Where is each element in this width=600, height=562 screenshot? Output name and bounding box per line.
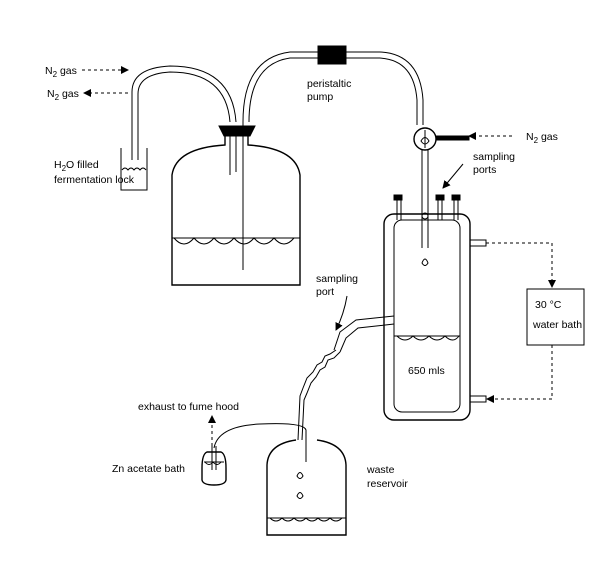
fermentation-lock-label-line1: H2O filled [54,159,99,173]
overflow-tube [297,315,395,441]
n2-gas-valve-label: N2 gas [526,131,558,145]
pump-label-line1: peristaltic [307,78,351,90]
dashed-lines [82,66,556,446]
sampling-port-label-line2: port [316,286,334,298]
feed-tubing [242,51,424,125]
waste-reservoir-label-line2: reservoir [367,478,408,490]
waste-reservoir-label-line1: waste [366,464,395,476]
water-bath-box [526,288,585,346]
volume-label: 650 mls [408,365,445,377]
valve [413,127,470,151]
reactor-ports [393,150,461,266]
pump-label-line2: pump [307,91,333,103]
water-bath-label-line1: 30 °C [535,299,562,311]
zn-acetate-bath [201,446,227,486]
fermentation-lock [120,148,148,191]
n2-gas-outlet-label: N2 gas [47,88,79,102]
sampling-port-label-line1: sampling [316,273,358,285]
peristaltic-pump [317,45,347,65]
zn-acetate-bath-label: Zn acetate bath [112,463,185,475]
carboy-stopper [218,125,256,137]
sampling-ports-label-line2: ports [473,164,496,176]
gas-line-to-lock [131,65,237,160]
waste-reservoir [266,439,347,536]
n2-gas-inlet-label: N2 gas [45,65,77,79]
sampling-ports-label-line1: sampling [473,151,515,163]
fermentation-lock-label-line2: fermentation lock [54,174,135,186]
medium-carboy [171,135,301,286]
exhaust-label: exhaust to fume hood [138,401,239,413]
pointer-arrows [335,163,464,331]
water-bath-label-line2: water bath [532,319,582,331]
exhaust-tubing [213,423,307,449]
jacketed-reactor [383,213,487,421]
carboy-tubes [229,122,244,270]
